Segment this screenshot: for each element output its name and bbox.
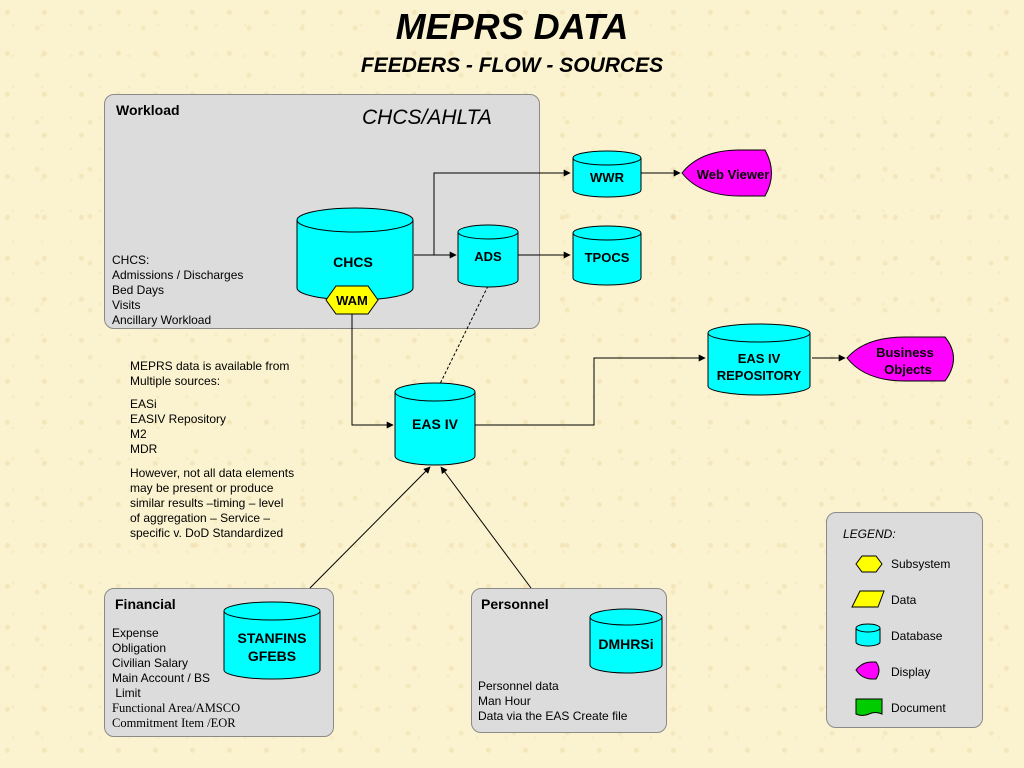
ads-database xyxy=(457,224,519,288)
business-objects-label-1: Business xyxy=(876,345,934,360)
notes-source: M2 xyxy=(130,427,147,441)
legend-cylinder-icon xyxy=(855,623,881,647)
eas-iv-label: EAS IV xyxy=(412,416,459,432)
financial-line: Limit xyxy=(112,686,141,700)
dmhrsi-database xyxy=(589,608,663,674)
connector-financial-easiv xyxy=(309,466,431,589)
financial-line: Civilian Salary xyxy=(112,656,189,670)
chcs-ahlta-title: CHCS/AHLTA xyxy=(362,106,492,129)
web-viewer-display xyxy=(681,149,772,197)
connector-chcs-wwr xyxy=(433,169,571,255)
legend-label-data: Data xyxy=(891,593,917,607)
chcs-label: CHCS xyxy=(333,254,373,270)
connector-personnel-easiv xyxy=(440,466,532,589)
personnel-line: Data via the EAS Create file xyxy=(478,709,628,723)
notes-line: MEPRS data is available from xyxy=(130,359,290,373)
financial-line: Commitment Item /EOR xyxy=(112,716,236,730)
legend-label-database: Database xyxy=(891,629,943,643)
workload-line: Visits xyxy=(112,298,141,312)
business-objects-label-2: Objects xyxy=(884,362,932,377)
notes-line: specific v. DoD Standardized xyxy=(130,526,284,540)
connector-easiv-repository xyxy=(475,354,706,426)
dmhrsi-label: DMHRSi xyxy=(598,636,653,652)
financial-line: Expense xyxy=(112,626,159,640)
eas-repository-label-2: REPOSITORY xyxy=(717,368,802,383)
notes-line: Multiple sources: xyxy=(130,374,221,388)
ads-label: ADS xyxy=(474,249,502,264)
workload-line: Ancillary Workload xyxy=(112,313,212,327)
notes-source: EASIV Repository xyxy=(130,412,227,426)
notes-block: MEPRS data is available from Multiple so… xyxy=(130,359,330,541)
notes-source: MDR xyxy=(130,442,158,456)
workload-line: CHCS: xyxy=(112,253,150,267)
stanfins-database xyxy=(223,601,321,680)
personnel-title: Personnel xyxy=(481,596,549,612)
financial-line: Main Account / BS xyxy=(112,671,211,685)
page-subtitle: FEEDERS - FLOW - SOURCES xyxy=(360,54,664,77)
workload-title: Workload xyxy=(116,102,180,118)
workload-list: CHCS: Admissions / Discharges Bed Days V… xyxy=(112,253,243,328)
business-objects-display xyxy=(846,336,954,382)
connector-ads-easiv xyxy=(436,285,489,391)
workload-line: Bed Days xyxy=(112,283,165,297)
connector-wam-easiv xyxy=(351,314,394,429)
wam-label: WAM xyxy=(336,293,368,308)
legend-display-icon xyxy=(855,661,880,680)
financial-list: Expense Obligation Civilian Salary Main … xyxy=(112,626,240,731)
personnel-list: Personnel data Man Hour Data via the EAS… xyxy=(478,679,627,724)
wwr-database xyxy=(572,150,642,198)
legend-hexagon-icon xyxy=(855,555,883,573)
notes-line: However, not all data elements xyxy=(130,466,295,480)
legend-title: LEGEND: xyxy=(843,527,896,541)
personnel-line: Man Hour xyxy=(478,694,531,708)
stanfins-label-2: GFEBS xyxy=(248,648,296,664)
stanfins-label-1: STANFINS xyxy=(238,630,307,646)
eas-iv-database xyxy=(394,382,476,466)
financial-line: Functional Area/AMSCO xyxy=(112,701,241,715)
legend-panel xyxy=(826,512,983,728)
workload-line: Admissions / Discharges xyxy=(112,268,244,282)
financial-line: Obligation xyxy=(112,641,167,655)
web-viewer-label: Web Viewer xyxy=(697,167,770,182)
wam-subsystem xyxy=(325,285,379,315)
legend-label-display: Display xyxy=(891,665,931,679)
eas-repository-label-1: EAS IV xyxy=(738,351,781,366)
notes-line: of aggregation – Service – xyxy=(130,511,271,525)
legend-document-icon xyxy=(855,698,883,716)
page-title: MEPRS DATA xyxy=(395,6,629,47)
notes-source: EASi xyxy=(130,397,157,411)
tpocs-label: TPOCS xyxy=(585,250,630,265)
wwr-label: WWR xyxy=(590,170,625,185)
legend-parallelogram-icon xyxy=(851,590,885,608)
personnel-line: Personnel data xyxy=(478,679,559,693)
legend-label-subsystem: Subsystem xyxy=(891,557,951,571)
eas-repository-database xyxy=(707,323,811,396)
notes-line: similar results –timing – level xyxy=(130,496,284,510)
legend-label-document: Document xyxy=(891,701,946,715)
financial-title: Financial xyxy=(115,596,176,612)
chcs-database xyxy=(296,207,414,301)
notes-line: may be present or produce xyxy=(130,481,274,495)
tpocs-database xyxy=(572,225,642,286)
